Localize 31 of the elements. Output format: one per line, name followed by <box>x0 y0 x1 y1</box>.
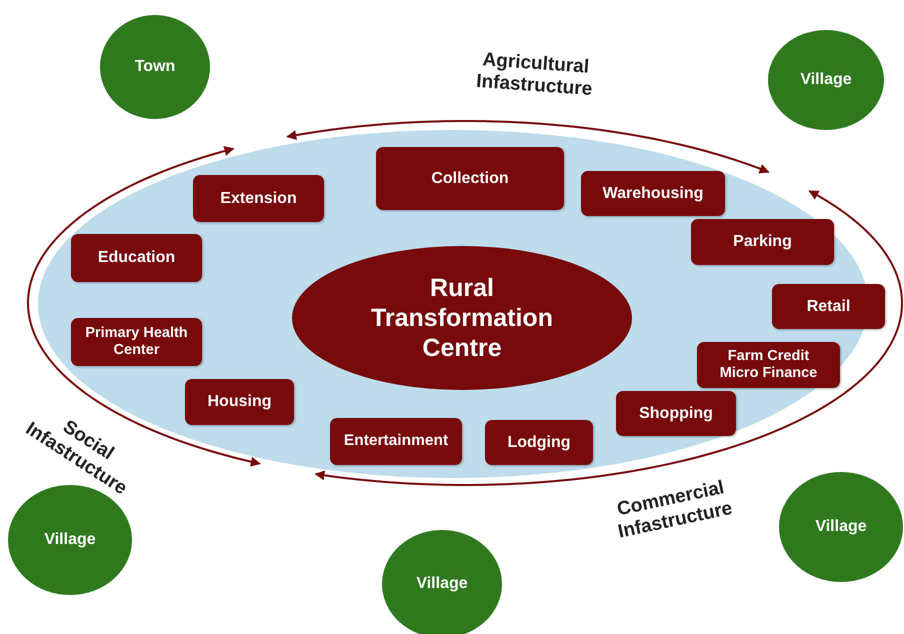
service-label: Parking <box>733 232 792 252</box>
service-label: Housing <box>208 392 272 412</box>
service-box <box>185 379 294 425</box>
service-box <box>71 318 202 366</box>
service-label: Extension <box>220 188 297 208</box>
service-label: Primary Health Center <box>84 324 189 360</box>
service-label: Farm Credit Micro Finance <box>718 348 818 382</box>
service-box <box>193 175 324 222</box>
service-label: Education <box>98 248 176 268</box>
settlement-label: Village <box>800 70 852 90</box>
service-box <box>697 342 840 388</box>
service-label: Warehousing <box>602 184 704 204</box>
service-label: Collection <box>431 168 509 188</box>
service-label: Lodging <box>507 432 571 452</box>
settlement-label: Village <box>44 530 96 550</box>
service-label: Entertainment <box>344 432 448 451</box>
service-box <box>71 234 202 282</box>
service-box <box>772 284 885 329</box>
service-box <box>581 171 725 216</box>
service-label: Shopping <box>639 404 713 424</box>
service-box <box>330 418 462 465</box>
settlement-label: Village <box>815 517 867 537</box>
service-box <box>376 147 564 210</box>
settlement-label: Town <box>134 57 176 77</box>
sector-label: Agricultural Infastructure <box>474 48 594 102</box>
service-box <box>616 391 736 436</box>
service-label: Retail <box>806 296 850 316</box>
service-box <box>485 420 593 465</box>
settlement-label: Village <box>416 574 468 594</box>
service-box <box>691 219 834 265</box>
centre-title: Rural Transformation Centre <box>370 273 554 363</box>
